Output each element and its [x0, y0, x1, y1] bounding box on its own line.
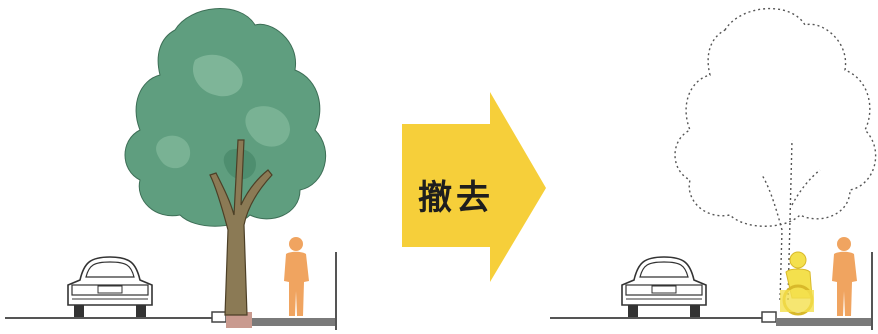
car-icon	[67, 256, 153, 317]
arrow-shape	[402, 92, 546, 282]
tree-pit	[226, 312, 252, 328]
sidewalk	[211, 252, 337, 330]
sidewalk	[761, 252, 873, 330]
before-scene	[0, 0, 350, 334]
after-scene	[540, 0, 878, 334]
curb	[252, 318, 337, 326]
tree-icon	[124, 8, 327, 316]
arrow-label: 撤去	[418, 178, 494, 218]
car-icon	[621, 256, 707, 317]
pedestrian-icon	[284, 237, 309, 316]
pedestrian-icon	[832, 237, 857, 316]
wheelchair-user-icon	[780, 251, 814, 316]
curb	[776, 318, 873, 326]
removal-arrow: 撤去	[398, 92, 548, 282]
